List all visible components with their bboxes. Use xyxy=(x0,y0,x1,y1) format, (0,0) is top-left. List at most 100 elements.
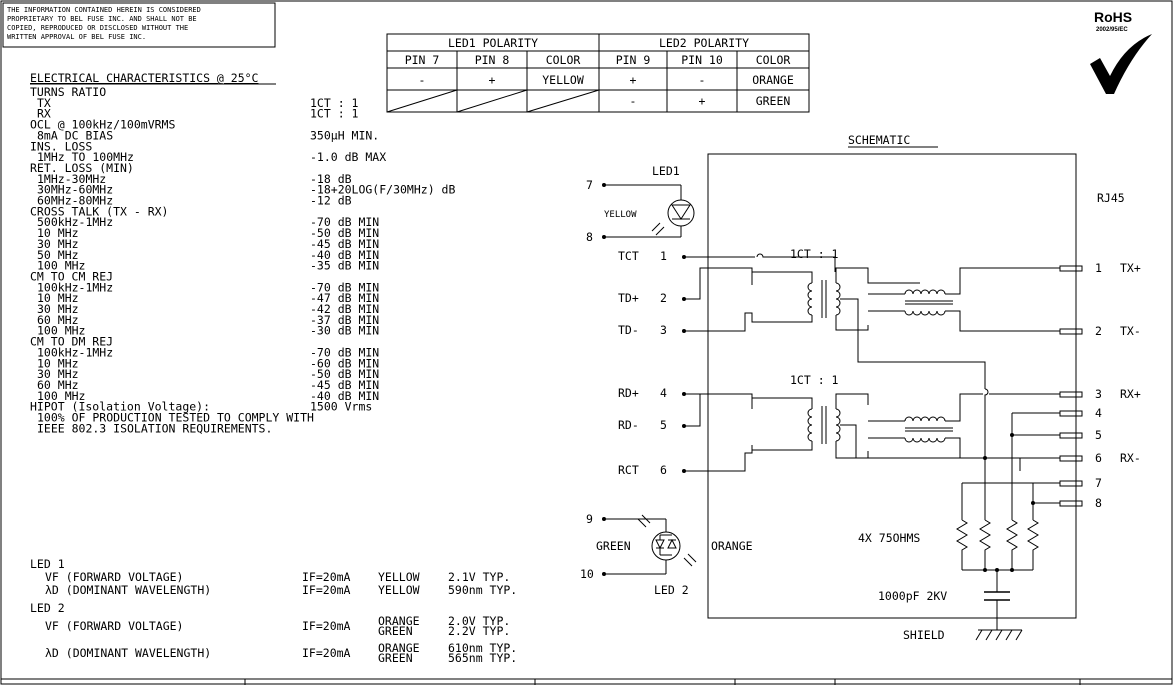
table-column-header: COLOR xyxy=(546,53,581,67)
table-column-header: COLOR xyxy=(756,53,791,67)
pin-number: 8 xyxy=(1095,496,1102,510)
spec-value: -42 dB MIN xyxy=(310,302,379,316)
led-color: ORANGE xyxy=(378,641,420,655)
table-cell: - xyxy=(630,94,637,108)
resistor-label: 4X 75OHMS xyxy=(858,531,920,545)
led-color: YELLOW xyxy=(378,583,420,597)
pin-name: TX+ xyxy=(1120,261,1141,275)
pin-name: RD- xyxy=(618,418,639,432)
spec-label: 60MHz-80MHz xyxy=(37,194,113,208)
spec-label: 30MHz-60MHz xyxy=(37,183,113,197)
notice-line: COPIED, REPRODUCED OR DISCLOSED WITHOUT … xyxy=(7,24,188,32)
rohs-sub: 2002/95/EC xyxy=(1096,27,1128,33)
spec-label: 50 MHz xyxy=(37,248,79,262)
spec-label: 10 MHz xyxy=(37,291,79,305)
spec-label: 100kHz-1MHz xyxy=(37,280,113,294)
led-param: VF (FORWARD VOLTAGE) xyxy=(45,570,183,584)
pin-number: 2 xyxy=(1095,324,1102,338)
led-value: 610nm TYP. xyxy=(448,641,517,655)
led2-polarity-header: LED2 POLARITY xyxy=(659,36,749,50)
spec-label: IEEE 802.3 ISOLATION REQUIREMENTS. xyxy=(37,421,272,435)
rohs-label: RoHS xyxy=(1094,9,1132,25)
spec-label: 60 MHz xyxy=(37,313,79,327)
pin-name: TX- xyxy=(1120,324,1141,338)
spec-label: 1MHz-30MHz xyxy=(37,172,106,186)
spec-value: -18+20LOG(F/30MHz) dB xyxy=(310,183,455,197)
capacitor-label: 1000pF 2KV xyxy=(878,589,947,603)
spec-label: 1MHz TO 100MHz xyxy=(37,150,134,164)
led-value: 2.1V TYP. xyxy=(448,570,510,584)
spec-label: INS. LOSS xyxy=(30,139,92,153)
rx-turns-ratio: 1CT : 1 xyxy=(790,373,839,387)
led-cond: IF=20mA xyxy=(302,619,351,633)
spec-value: -70 dB MIN xyxy=(310,215,379,229)
spec-value: -70 dB MIN xyxy=(310,345,379,359)
spec-value: -30 dB MIN xyxy=(310,324,379,338)
spec-label: CROSS TALK (TX - RX) xyxy=(30,204,168,218)
rx-left-pins: RD+ 4 RD- 5 RCT 6 xyxy=(618,386,686,477)
spec-value: -45 dB MIN xyxy=(310,237,379,251)
spec-label: RX xyxy=(37,107,51,121)
led-param: λD (DOMINANT WAVELENGTH) xyxy=(45,646,211,660)
led1-label: LED1 xyxy=(652,164,680,178)
spec-label: CM TO CM REJ xyxy=(30,269,113,283)
pin-number: 2 xyxy=(660,291,667,305)
table-cell: ORANGE xyxy=(752,73,794,87)
table-cell: + xyxy=(630,73,637,87)
tx-transformer xyxy=(684,253,1083,389)
pin-number: 5 xyxy=(660,418,667,432)
pin-name: RX+ xyxy=(1120,387,1141,401)
pin-number: 4 xyxy=(660,386,667,400)
pin-number: 7 xyxy=(1095,476,1102,490)
pin-10-label: 10 xyxy=(580,567,594,581)
resistor-network xyxy=(956,519,1039,592)
pin-number: 3 xyxy=(1095,387,1102,401)
spec-label: 100 MHz xyxy=(37,259,85,273)
tx-turns-ratio: 1CT : 1 xyxy=(790,247,839,261)
spec-label: 60 MHz xyxy=(37,378,79,392)
spec-label: 100kHz-1MHz xyxy=(37,345,113,359)
table-empty-slash xyxy=(456,89,528,113)
led-value: 590nm TYP. xyxy=(448,583,517,597)
led-cond: IF=20mA xyxy=(302,583,351,597)
led-color: GREEN xyxy=(378,651,413,665)
table-column-header: PIN 7 xyxy=(405,53,440,67)
led2-title: LED 2 xyxy=(30,601,65,615)
spec-label: TURNS RATIO xyxy=(30,85,106,99)
led-cond: IF=20mA xyxy=(302,570,351,584)
spec-label: 30 MHz xyxy=(37,302,79,316)
table-empty-slash xyxy=(526,89,600,113)
led-value: 565nm TYP. xyxy=(448,651,517,665)
notice-line: PROPRIETARY TO BEL FUSE INC. AND SHALL N… xyxy=(7,15,197,23)
right-pins: 1 TX+ 2 TX- 3 RX+ 4 5 6 RX- 7 8 xyxy=(1095,261,1141,510)
shield-label: SHIELD xyxy=(903,628,945,642)
notice-line: WRITTEN APPROVAL OF BEL FUSE INC. xyxy=(7,33,146,41)
table-cell: + xyxy=(699,94,706,108)
pin-7-label: 7 xyxy=(586,178,593,192)
table-column-header: PIN 9 xyxy=(616,53,651,67)
led-color: YELLOW xyxy=(378,570,420,584)
connector-outline xyxy=(707,153,1077,619)
spec-label: 8mA DC BIAS xyxy=(37,128,113,142)
pin-name: TD+ xyxy=(618,291,639,305)
table-cell: GREEN xyxy=(756,94,791,108)
spec-value: -47 dB MIN xyxy=(310,291,379,305)
checkmark-icon xyxy=(1090,34,1152,94)
led1-icon xyxy=(620,184,695,238)
rohs-logo: RoHS 2002/95/EC xyxy=(1090,9,1152,94)
pin-number: 6 xyxy=(660,463,667,477)
spec-label: OCL @ 100kHz/100mVRMS xyxy=(30,118,175,132)
table-column-header: PIN 10 xyxy=(681,53,723,67)
pin-number: 3 xyxy=(660,323,667,337)
led-value: 2.0V TYP. xyxy=(448,614,510,628)
spec-value: -50 dB MIN xyxy=(310,367,379,381)
ground-icon xyxy=(975,629,1023,641)
spec-value: 350µH MIN. xyxy=(310,128,379,142)
spec-value: -70 dB MIN xyxy=(310,280,379,294)
spec-label: 100 MHz xyxy=(37,389,85,403)
table-empty-slash xyxy=(386,89,458,113)
pin-8-label: 8 xyxy=(586,230,593,244)
led2-color-left: GREEN xyxy=(596,539,631,553)
spec-label: 100% OF PRODUCTION TESTED TO COMPLY WITH xyxy=(37,411,314,425)
notice-line: THE INFORMATION CONTAINED HEREIN IS CONS… xyxy=(7,6,201,14)
